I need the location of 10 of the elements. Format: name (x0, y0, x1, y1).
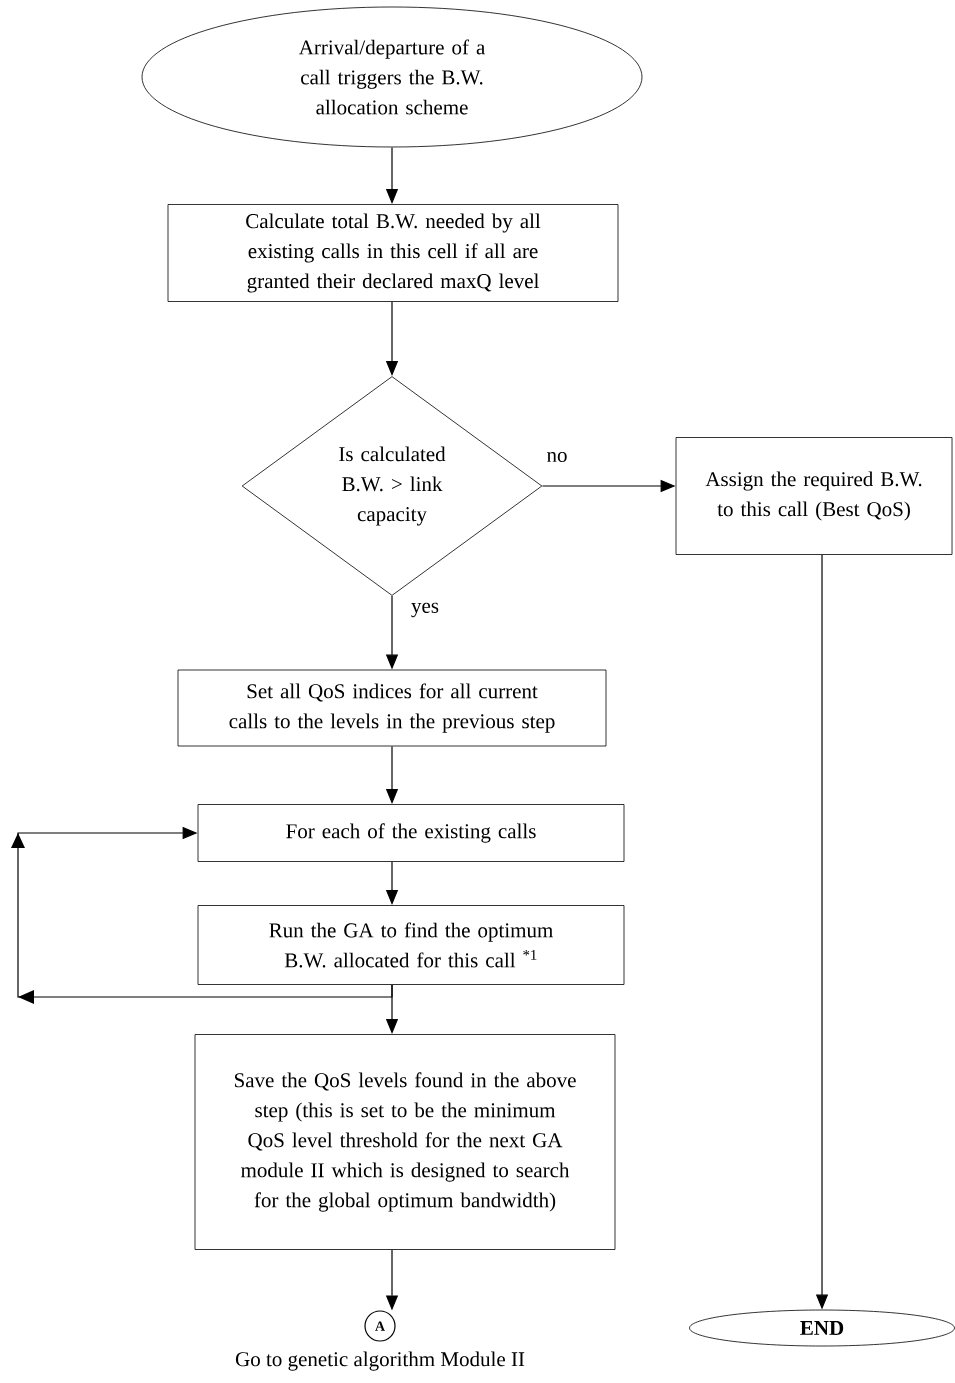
process-box: Set all QoS indices for all current calls to the levels in the previous step (177, 669, 607, 747)
edge-label: yes (411, 602, 439, 618)
process-box: For each of the existing calls (197, 804, 625, 862)
process-box: Calculate total B.W. needed by all existing calls in this cell if all are granted their declared maxQ level (167, 204, 619, 302)
process-box: Save the QoS levels found in the above step (this is set to be the minimum QoS level threshold for the next GA module II which is designed to search for the global optimum bandwidth) (194, 1034, 616, 1250)
process-box: Run the GA to find the optimum B.W. allocated for this call $^{*1}$ (197, 905, 625, 985)
edge-label: no (547, 451, 567, 463)
arrow (11, 826, 393, 1004)
node-caption: Go to genetic algorithm Module II (235, 1351, 525, 1371)
process-box: Assign the required B.W. to this call (Best QoS) (675, 437, 953, 555)
